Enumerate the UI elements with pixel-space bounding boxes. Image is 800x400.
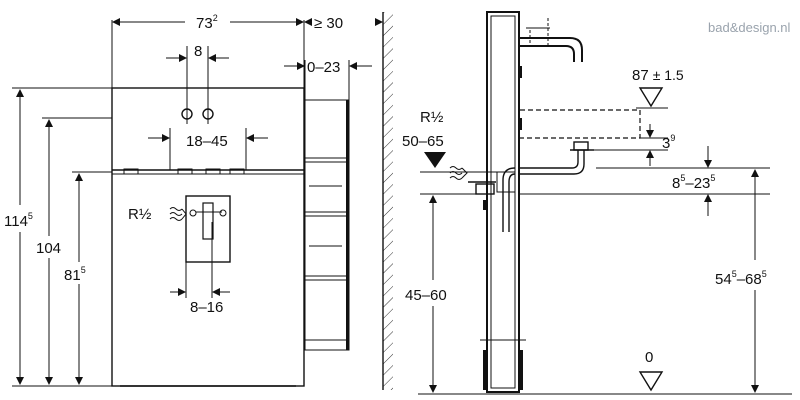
water-connection-range-label: 50–65 [402, 133, 444, 150]
dim-total-height-label: 1145 [4, 211, 33, 230]
rim-height-label: 87± 1.5 [632, 67, 684, 84]
tap [520, 18, 583, 62]
side-water-connection-label: R½ [420, 109, 444, 126]
siphon [496, 141, 594, 232]
dim-connection-offset-label: 8–16 [190, 299, 223, 316]
front-water-connection-label: R½ [128, 206, 152, 223]
side-view: R½ 50–65 87± 1.5 39 85–235 45–60 545–685… [402, 11, 792, 395]
floor-range-label: 45–60 [405, 287, 447, 304]
floor-level-label: 0 [645, 349, 653, 366]
dim-width-label: 732 [196, 13, 218, 32]
shelf-edge [346, 100, 349, 350]
floor-level-marker [638, 371, 664, 392]
side-shelf-unit [304, 99, 350, 351]
dim-height-104-label: 104 [36, 240, 61, 257]
rim-level-marker [638, 87, 664, 108]
basin-outline [520, 109, 641, 139]
watermark: bad&design.nl [708, 20, 791, 35]
water-symbol-side [449, 166, 468, 180]
drain-range-label: 545–685 [715, 269, 767, 288]
trap-range-label: 85–235 [672, 173, 715, 192]
wall-hatch [383, 12, 393, 390]
dim-height-81-label: 815 [64, 265, 86, 284]
dim-depth-min-label: ≥ 30 [314, 15, 343, 32]
dim-tap-spacing-label: 8 [194, 43, 202, 60]
connection-pipe [202, 202, 214, 240]
dim-connection-spacing-label: 18–45 [186, 133, 228, 150]
connection-box [185, 195, 231, 263]
dim-3-label: 39 [662, 133, 675, 152]
dim-depth-range-label: 0–23 [307, 59, 340, 76]
water-symbol-front [169, 207, 187, 221]
front-view: 732 ≥ 30 8 0–23 18–45 R½ 8–16 [4, 12, 393, 390]
level-marker-filled [424, 152, 446, 168]
